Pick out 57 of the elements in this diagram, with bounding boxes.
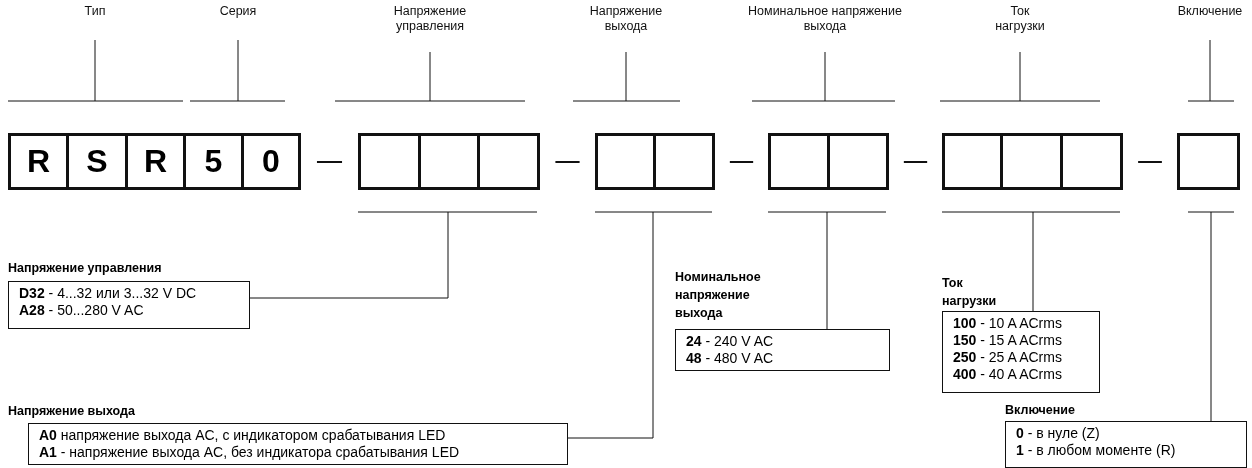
leader-line: [826, 211, 828, 330]
leader-line: [249, 211, 449, 299]
option-text: A0 напряжение выхода AC, с индикатором срабатывания LED: [39, 427, 447, 444]
section-heading: Напряжение управления: [8, 260, 163, 277]
option-text: D32 - 4...32 или 3...32 V DC: [19, 285, 198, 302]
option-text: 1 - в любом моменте (R): [1016, 442, 1177, 459]
code-character: R: [125, 133, 186, 190]
section-heading: Включение: [1005, 402, 1076, 419]
code-box: [1060, 133, 1123, 190]
option-text: 0 - в нуле (Z): [1016, 425, 1101, 442]
option-text: 100 - 10 A ACrms: [953, 315, 1063, 332]
leader-line: [625, 51, 627, 102]
code-box: [827, 133, 889, 190]
field-caption: Напряжение управления: [375, 4, 485, 34]
code-box: [942, 133, 1003, 190]
code-box: [653, 133, 715, 190]
code-box: [418, 133, 480, 190]
code-character: R: [8, 133, 69, 190]
separator-dash: [315, 161, 344, 163]
code-character: 5: [183, 133, 244, 190]
separator-dash: [902, 161, 929, 163]
leader-line: [824, 51, 826, 102]
code-box: [768, 133, 830, 190]
code-box: [1177, 133, 1240, 190]
leader-line: [237, 39, 239, 102]
field-caption: Напряжение выхода: [586, 4, 666, 34]
option-text: 24 - 240 V AC: [686, 333, 775, 350]
option-text: 48 - 480 V AC: [686, 350, 775, 367]
field-caption: Ток нагрузки: [990, 4, 1050, 34]
code-box: [595, 133, 656, 190]
option-text: 150 - 15 A ACrms: [953, 332, 1063, 349]
section-heading: Напряжение выхода: [8, 403, 136, 420]
leader-line: [1210, 211, 1212, 422]
code-box: [1000, 133, 1063, 190]
section-heading: Номинальное напряжение выхода: [675, 269, 762, 322]
separator-dash: [1137, 161, 1163, 163]
option-text: A1 - напряжение выхода AC, без индикатора срабатывания LED: [39, 444, 461, 461]
code-character: S: [66, 133, 128, 190]
leader-line: [94, 39, 96, 102]
code-box: [477, 133, 540, 190]
leader-line: [1209, 39, 1211, 102]
code-box: [358, 133, 421, 190]
leader-line: [567, 211, 654, 439]
section-heading: Ток нагрузки: [942, 275, 998, 310]
option-text: A28 - 50...280 V AC: [19, 302, 145, 319]
leader-line: [429, 51, 431, 102]
field-caption: Серия: [178, 4, 298, 19]
code-character: 0: [241, 133, 301, 190]
leader-line: [1019, 51, 1021, 102]
separator-dash: [728, 161, 755, 163]
separator-dash: [554, 161, 581, 163]
option-text: 250 - 25 A ACrms: [953, 349, 1063, 366]
field-caption: Номинальное напряжение выхода: [745, 4, 905, 34]
leader-line: [1032, 211, 1034, 312]
field-caption: Включение: [1165, 4, 1252, 19]
option-text: 400 - 40 A ACrms: [953, 366, 1063, 383]
field-caption: Тип: [35, 4, 155, 19]
